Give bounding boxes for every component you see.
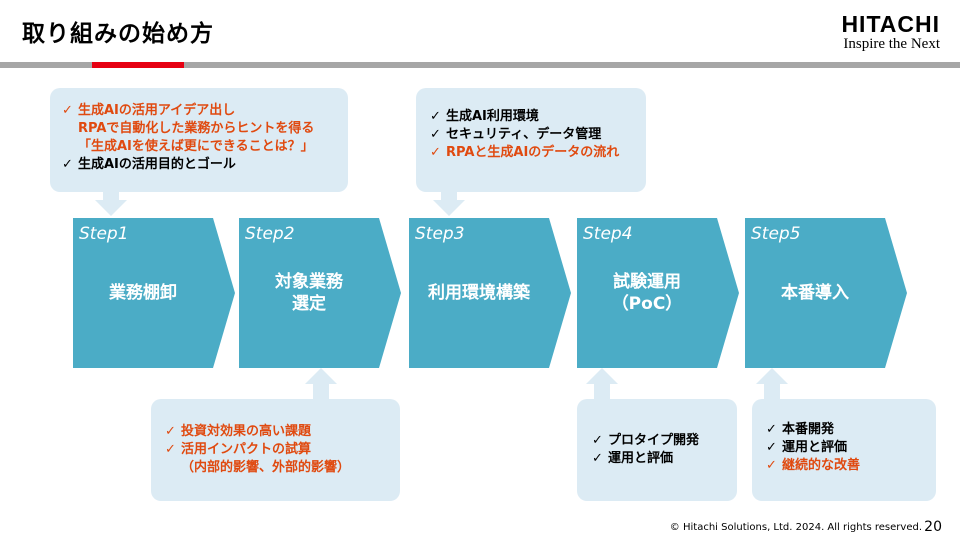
step-1-label: Step1 <box>79 224 129 244</box>
note-item-text: 「生成AIを使えば更にできることは？」 <box>78 139 314 154</box>
note-step3-list: ✓ 生成AI利用環境 ✓ セキュリティ、データ管理 ✓ RPAと生成AIのデータの流れ <box>430 108 646 162</box>
note-step1: ✓ 生成AIの活用アイデア出し RPAで自動化した業務からヒントを得る「生成AIを使… <box>50 88 348 192</box>
note-step5-list: ✓ 本番開発 ✓ 運用と評価 ✓ 継続的な改善 <box>766 421 936 475</box>
note-step2: ✓ 投資対効果の高い課題 ✓ 活用インパクトの試算 （内部的影響、外部的影響） <box>151 399 400 501</box>
step-3-label: Step3 <box>415 224 465 244</box>
logo-tagline: Inspire the Next <box>843 36 940 52</box>
note-step5-item: ✓ 運用と評価 <box>766 439 936 457</box>
note-step3-pointer <box>433 200 465 216</box>
note-step4-stem <box>594 384 610 400</box>
step-1: Step1 業務棚卸 <box>73 218 235 368</box>
note-item-text: 生成AIの活用アイデア出し <box>78 103 236 118</box>
check-icon: ✓ <box>766 458 777 473</box>
step-4: Step4 試験運用 （PoC） <box>577 218 739 368</box>
note-step2-item: ✓ 投資対効果の高い課題 <box>165 423 400 441</box>
note-item-text: （内部的影響、外部的影響） <box>181 460 351 475</box>
logo-name: HITACHI <box>841 11 940 37</box>
note-step2-stem <box>313 384 329 400</box>
note-step1-item: RPAで自動化した業務からヒントを得る <box>62 120 348 138</box>
note-item-text: セキュリティ、データ管理 <box>446 127 602 142</box>
note-item-text: 継続的な改善 <box>782 458 861 473</box>
note-step5-item: ✓ 継続的な改善 <box>766 457 936 475</box>
step-2-arrow <box>239 218 401 368</box>
check-icon: ✓ <box>430 145 441 160</box>
note-item-text: 生成AIの活用目的とゴール <box>78 157 236 172</box>
note-item-text: 運用と評価 <box>608 451 674 466</box>
note-step3: ✓ 生成AI利用環境 ✓ セキュリティ、データ管理 ✓ RPAと生成AIのデータの流れ <box>416 88 646 192</box>
step-5-text: 本番導入 <box>781 283 849 303</box>
note-step1-item: ✓ 生成AIの活用目的とゴール <box>62 156 348 174</box>
check-icon: ✓ <box>766 422 777 437</box>
check-icon: ✓ <box>165 442 176 457</box>
note-step4-item: ✓ 運用と評価 <box>592 450 737 468</box>
step-4-arrow <box>577 218 739 368</box>
check-icon: ✓ <box>62 103 73 118</box>
note-step1-item: 「生成AIを使えば更にできることは？」 <box>62 138 348 156</box>
note-step1-item: ✓ 生成AIの活用アイデア出し <box>62 102 348 120</box>
note-step3-item: ✓ セキュリティ、データ管理 <box>430 126 646 144</box>
note-item-text: プロタイプ開発 <box>608 433 700 448</box>
note-step2-pointer <box>305 368 337 384</box>
note-item-text: 生成AI利用環境 <box>446 109 539 124</box>
header-rule-accent <box>92 62 184 68</box>
note-step2-list: ✓ 投資対効果の高い課題 ✓ 活用インパクトの試算 （内部的影響、外部的影響） <box>165 423 400 477</box>
step-2: Step2 対象業務 選定 <box>239 218 401 368</box>
note-step5-pointer <box>756 368 788 384</box>
note-step4: ✓ プロタイプ開発 ✓ 運用と評価 <box>577 399 737 501</box>
note-item-text: 活用インパクトの試算 <box>181 442 312 457</box>
note-step5-item: ✓ 本番開発 <box>766 421 936 439</box>
note-step4-item: ✓ プロタイプ開発 <box>592 432 737 450</box>
step-4-label: Step4 <box>583 224 633 244</box>
step-1-text: 業務棚卸 <box>109 283 177 303</box>
step-2-label: Step2 <box>245 224 295 244</box>
step-5-label: Step5 <box>751 224 801 244</box>
note-item-text: 投資対効果の高い課題 <box>181 424 312 439</box>
page-number: 20 <box>924 519 942 535</box>
step-3: Step3 利用環境構築 <box>409 218 571 368</box>
check-icon: ✓ <box>430 109 441 124</box>
check-icon: ✓ <box>592 451 603 466</box>
note-step3-stem <box>441 192 457 200</box>
check-icon: ✓ <box>766 440 777 455</box>
step-1-arrow <box>73 218 235 368</box>
hitachi-logo: HITACHI Inspire the Next <box>841 12 940 53</box>
check-icon: ✓ <box>62 157 73 172</box>
check-icon: ✓ <box>165 424 176 439</box>
check-icon: ✓ <box>592 433 603 448</box>
note-step2-item: （内部的影響、外部的影響） <box>165 459 400 477</box>
step-5: Step5 本番導入 <box>745 218 907 368</box>
note-item-text: 本番開発 <box>782 422 835 437</box>
note-step2-item: ✓ 活用インパクトの試算 <box>165 441 400 459</box>
note-step5: ✓ 本番開発 ✓ 運用と評価 ✓ 継続的な改善 <box>752 399 936 501</box>
note-step1-stem <box>103 192 119 200</box>
note-step5-stem <box>764 384 780 400</box>
header-rule <box>0 62 960 68</box>
note-step4-list: ✓ プロタイプ開発 ✓ 運用と評価 <box>592 432 737 468</box>
copyright-footer: © Hitachi Solutions, Ltd. 2024. All righ… <box>669 522 922 533</box>
step-3-arrow <box>409 218 571 368</box>
note-step1-list: ✓ 生成AIの活用アイデア出し RPAで自動化した業務からヒントを得る「生成AIを使… <box>62 102 348 174</box>
note-step3-item: ✓ RPAと生成AIのデータの流れ <box>430 144 646 162</box>
note-step1-pointer <box>95 200 127 216</box>
check-icon: ✓ <box>430 127 441 142</box>
step-4-text: 試験運用 （PoC） <box>611 272 683 314</box>
note-item-text: RPAで自動化した業務からヒントを得る <box>78 121 315 136</box>
note-step4-pointer <box>586 368 618 384</box>
note-step3-item: ✓ 生成AI利用環境 <box>430 108 646 126</box>
page-title: 取り組みの始め方 <box>22 21 214 47</box>
note-item-text: 運用と評価 <box>782 440 848 455</box>
step-3-text: 利用環境構築 <box>428 283 530 303</box>
note-item-text: RPAと生成AIのデータの流れ <box>446 145 620 160</box>
step-5-arrow <box>745 218 907 368</box>
step-2-text: 対象業務 選定 <box>275 272 343 314</box>
